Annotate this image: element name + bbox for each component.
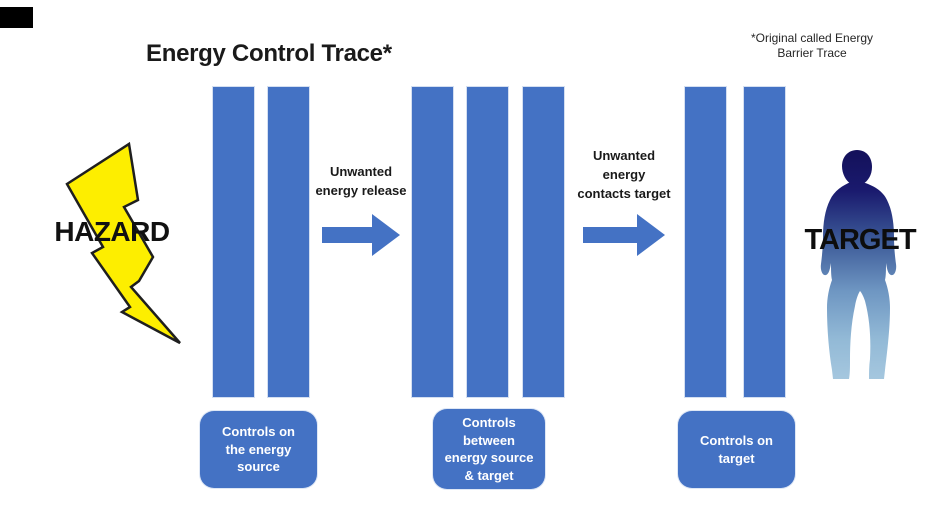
controls-box-line: target	[718, 450, 755, 466]
flow-label-line: energy release	[315, 183, 407, 198]
controls-box-line: source	[237, 459, 280, 475]
barrier-bar	[467, 87, 508, 397]
controls-box-between: Controls between energy source & target	[433, 409, 545, 489]
barrier-bar	[412, 87, 453, 397]
barrier-bar	[213, 87, 254, 397]
flow-label-line: Unwanted	[592, 148, 656, 163]
controls-box-energy-source: Controls on the energy source	[200, 411, 317, 488]
footnote-line: *Original called Energy	[750, 31, 874, 45]
controls-box-line: & target	[464, 467, 514, 483]
flow-label-line: Unwanted	[329, 164, 393, 179]
controls-box-line: energy source	[444, 450, 534, 465]
controls-box-line: Controls on	[700, 433, 773, 448]
flow-label-line: contacts target	[577, 186, 671, 201]
barrier-bar	[268, 87, 309, 397]
controls-box-line: the energy	[225, 441, 292, 457]
right-block-arrow-icon	[322, 214, 400, 256]
controls-box-line: Controls on	[222, 424, 295, 440]
controls-box-target: Controls on target	[678, 411, 795, 488]
footnote: *Original called Energy Barrier Trace	[732, 31, 892, 61]
controls-box-line: between	[462, 432, 515, 448]
flow-label-energy-release: Unwanted energy release	[310, 162, 412, 200]
barrier-bar	[744, 87, 785, 397]
target-label: TARGET	[804, 224, 916, 256]
lightning-bolt-icon	[65, 141, 181, 345]
flow-label-contacts-target: Unwanted energy contacts target	[573, 146, 675, 203]
right-block-arrow-icon	[583, 214, 665, 256]
footnote-line: Barrier Trace	[777, 46, 847, 60]
barrier-bar	[523, 87, 564, 397]
hazard-label: HAZARD	[54, 216, 170, 247]
controls-box-line: Controls	[462, 415, 516, 430]
barrier-bar	[685, 87, 726, 397]
flow-label-line: energy	[602, 167, 646, 182]
corner-artifact	[0, 7, 33, 28]
page-title: Energy Control Trace*	[146, 40, 392, 67]
person-silhouette-icon	[820, 150, 897, 379]
